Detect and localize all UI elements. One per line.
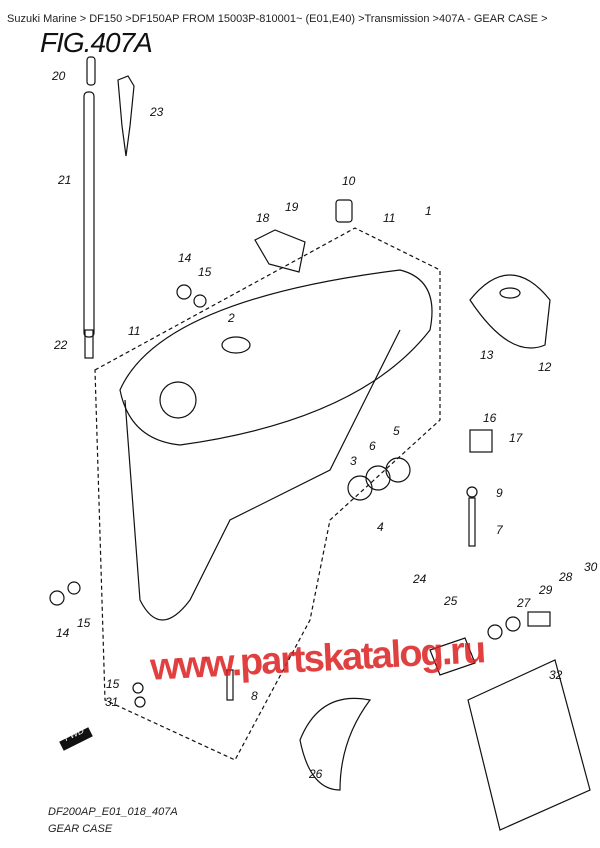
propeller: [299, 697, 372, 791]
callout[interactable]: 5: [393, 424, 400, 438]
outline-box: [94, 227, 441, 761]
part-29: [505, 616, 521, 632]
inset-box: [467, 659, 591, 831]
part-5: [385, 457, 411, 483]
part-14b: [49, 590, 65, 606]
anode-center: [499, 287, 521, 299]
gear-case-top: [119, 269, 433, 446]
part-22: [84, 329, 94, 359]
part-18-19: [254, 229, 306, 273]
callout[interactable]: 1: [425, 204, 432, 218]
callout[interactable]: 20: [52, 69, 66, 83]
part-27: [487, 624, 503, 640]
callout[interactable]: 6: [369, 439, 376, 453]
callout[interactable]: 29: [539, 583, 553, 597]
callout[interactable]: 2: [228, 311, 235, 325]
part-16: [469, 429, 493, 453]
part-15c: [132, 682, 144, 694]
callout[interactable]: 17: [509, 431, 523, 445]
callout[interactable]: 22: [54, 338, 68, 352]
callout[interactable]: 14: [56, 626, 70, 640]
callout[interactable]: 15: [198, 265, 212, 279]
part-15b: [67, 581, 81, 595]
part-21-rod: [83, 91, 95, 338]
callout[interactable]: 23: [150, 105, 164, 119]
part-2: [221, 336, 251, 354]
part-28: [527, 611, 551, 627]
callout[interactable]: 14: [178, 251, 192, 265]
callout[interactable]: 27: [517, 596, 531, 610]
fwd-arrow-icon: [59, 727, 93, 751]
callout[interactable]: 11: [383, 211, 396, 225]
callout[interactable]: 8: [251, 689, 258, 703]
callout[interactable]: 13: [480, 348, 494, 362]
figure-title: FIG.407A: [40, 27, 153, 58]
part-25: [429, 637, 476, 676]
callout[interactable]: 11: [128, 324, 141, 338]
part-9: [466, 486, 478, 498]
callout[interactable]: 31: [105, 695, 119, 709]
part-7-bolt: [468, 497, 476, 547]
callout[interactable]: 18: [256, 211, 270, 225]
callout[interactable]: 25: [444, 594, 458, 608]
callout[interactable]: 19: [285, 200, 299, 214]
callout[interactable]: 12: [538, 360, 552, 374]
part-14: [176, 284, 192, 300]
part-15: [193, 294, 207, 308]
bore: [159, 381, 197, 419]
callout[interactable]: 32: [549, 668, 563, 682]
callout[interactable]: 15: [106, 677, 120, 691]
gear-case-body: [124, 329, 401, 621]
callout[interactable]: 26: [309, 767, 323, 781]
diagram-code: DF200AP_E01_018_407A: [48, 806, 178, 818]
callout[interactable]: 3: [350, 454, 357, 468]
part-20: [86, 56, 96, 86]
callout[interactable]: 21: [58, 173, 72, 187]
part-31: [134, 696, 146, 708]
part-3: [347, 475, 373, 501]
part-6: [365, 465, 391, 491]
part-8: [226, 669, 234, 701]
callout[interactable]: 30: [584, 560, 598, 574]
callout[interactable]: 16: [483, 411, 497, 425]
part-12: [469, 274, 551, 349]
callout[interactable]: 4: [377, 520, 384, 534]
callout[interactable]: 9: [496, 486, 503, 500]
part-23: [117, 75, 135, 157]
callout[interactable]: 24: [413, 572, 427, 586]
callout[interactable]: 7: [496, 523, 503, 537]
diagram-caption: GEAR CASE: [48, 823, 113, 835]
breadcrumb[interactable]: Suzuki Marine > DF150 >DF150AP FROM 1500…: [7, 13, 548, 25]
callout[interactable]: 28: [559, 570, 573, 584]
callout[interactable]: 10: [342, 174, 356, 188]
part-10: [335, 199, 353, 223]
callout[interactable]: 15: [77, 616, 91, 630]
